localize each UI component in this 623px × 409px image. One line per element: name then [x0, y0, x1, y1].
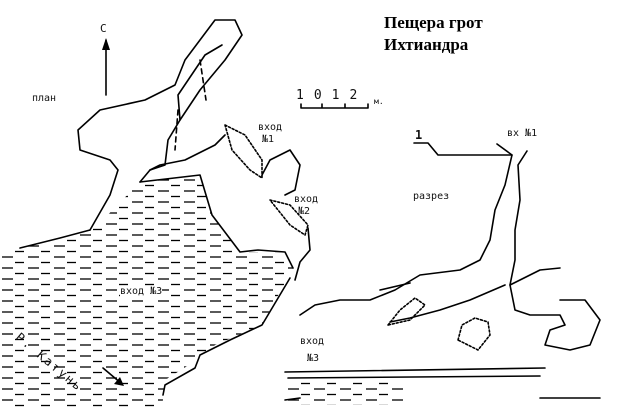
entrance-1-plan	[224, 124, 263, 179]
plan-label: план	[32, 93, 57, 104]
scale-ticks: 1012	[296, 88, 357, 103]
scale-bar	[300, 103, 369, 109]
section-wall-right	[509, 150, 601, 351]
section-entrance-1: вх №1	[507, 128, 538, 139]
entrance-3-plan-label: вход №3	[120, 286, 163, 297]
river-flow-arrowhead	[114, 377, 124, 386]
scale-tick: 0	[313, 88, 332, 103]
section-entrance-3-num: №3	[307, 353, 320, 364]
section-marker-line	[413, 142, 513, 156]
section-floor	[379, 267, 561, 323]
river-shore-plan	[19, 174, 294, 396]
entrance-2-word: вход	[294, 194, 319, 205]
section-water	[284, 367, 546, 379]
scale-tick: 1	[331, 88, 350, 103]
cave-outline-plan-right	[149, 134, 311, 281]
north-arrowhead	[102, 38, 110, 50]
entrance-2-num: №2	[298, 206, 311, 217]
section-wall-left	[299, 143, 513, 316]
section-shore	[284, 397, 601, 401]
section-rock-1	[387, 297, 426, 326]
entrance-1-word: вход	[258, 122, 283, 133]
section-rock-2	[457, 317, 491, 351]
section-water-fill	[285, 380, 405, 405]
cave-inner-plan	[177, 44, 223, 121]
cave-dashed-passage	[174, 59, 207, 151]
entrance-2-plan	[269, 199, 309, 236]
entrance-1-num: №1	[262, 134, 275, 145]
section-marker: 1	[415, 128, 423, 142]
scale-tick: 2	[349, 88, 358, 103]
map-title: Пещера грот Ихтиандра	[384, 12, 483, 56]
scale-unit: м.	[374, 97, 384, 106]
north-label: С	[100, 22, 107, 35]
title-line-1: Пещера грот	[384, 13, 483, 32]
section-label: разрез	[413, 191, 450, 202]
title-line-2: Ихтиандра	[384, 35, 469, 54]
scale-tick: 1	[296, 88, 314, 103]
section-entrance-3-word: вход	[300, 336, 325, 347]
cave-outline-plan	[77, 19, 243, 231]
